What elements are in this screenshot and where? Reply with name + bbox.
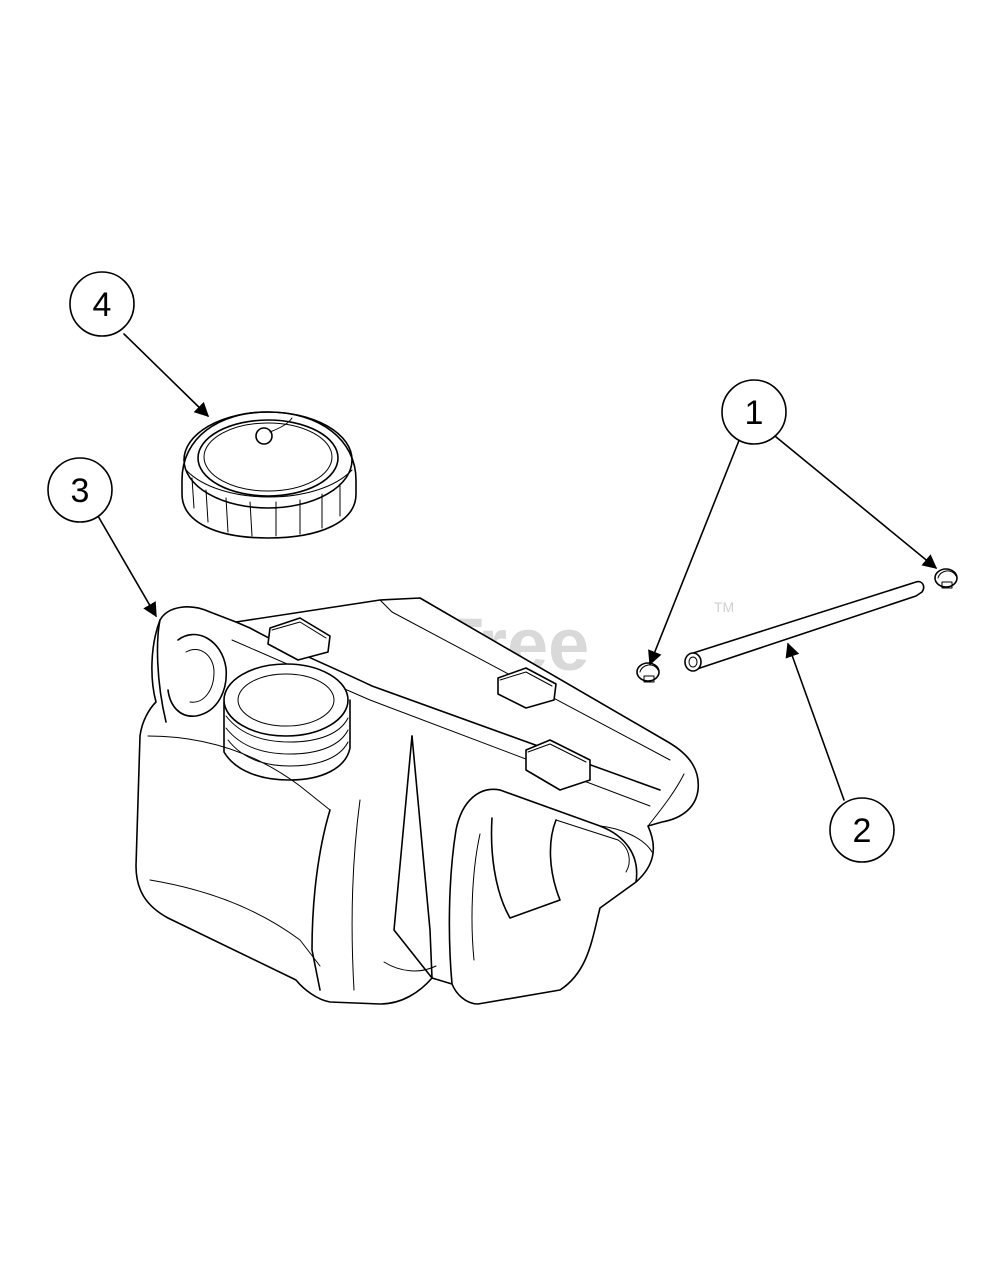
fuel-cap <box>181 411 357 539</box>
hose-clamp-left <box>636 662 660 683</box>
callout-label: 1 <box>745 394 764 432</box>
callout-circle <box>69 271 135 337</box>
leader-1a <box>648 437 741 666</box>
callout-2[interactable]: 2 <box>829 797 895 863</box>
leader-4 <box>123 333 210 418</box>
callout-4[interactable]: 4 <box>69 271 135 337</box>
watermark-trademark: TM <box>714 599 734 615</box>
callout-circle <box>721 379 787 445</box>
callout-label: 2 <box>853 812 872 850</box>
callout-circle <box>47 457 113 523</box>
leader-3 <box>97 515 157 618</box>
fuel-hose <box>684 580 925 672</box>
callout-circle <box>829 797 895 863</box>
callout-1[interactable]: 1 <box>721 379 787 445</box>
callout-label: 3 <box>71 472 90 510</box>
hose-clamp-right <box>934 568 958 589</box>
leader-lines <box>97 333 938 801</box>
callout-label: 4 <box>93 286 112 324</box>
leader-2 <box>785 642 845 801</box>
leader-1b <box>769 431 938 569</box>
fuel-tank <box>135 597 700 1005</box>
callout-3[interactable]: 3 <box>47 457 113 523</box>
